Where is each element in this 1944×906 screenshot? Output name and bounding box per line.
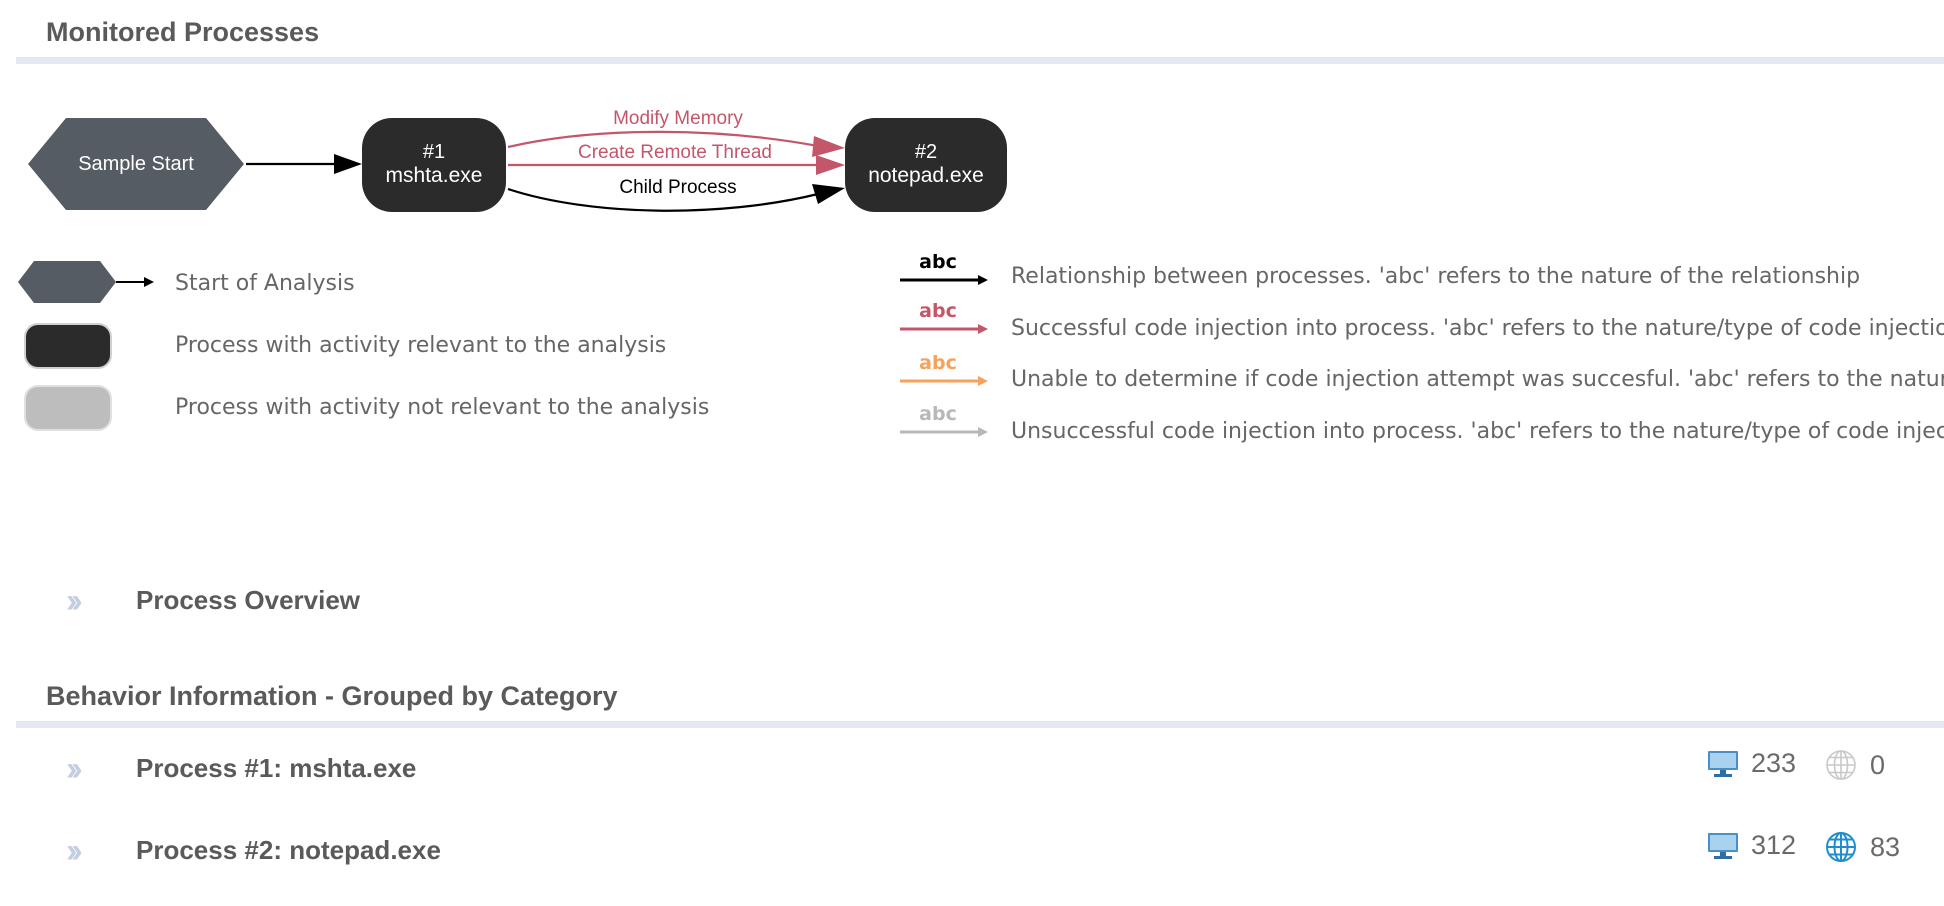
legend-start-label: Start of Analysis <box>175 271 355 296</box>
behavior-process-label[interactable]: Process #2: notepad.exe <box>136 835 441 865</box>
svg-text:abc: abc <box>919 406 957 425</box>
process-node-2-id: #2 <box>915 141 937 163</box>
double-chevron-right-icon[interactable]: ›› <box>66 832 82 870</box>
svg-text:abc: abc <box>919 355 957 374</box>
edge-create-remote-thread-label: Create Remote Thread <box>578 142 772 163</box>
behavior-information-title: Behavior Information - Grouped by Catego… <box>46 681 618 711</box>
process-overview-expander[interactable]: ›› Process Overview <box>0 576 1944 626</box>
legend-relationship-label: Relationship between processes. 'abc' re… <box>1011 264 1861 289</box>
host-activity-count: 312 <box>1751 830 1797 860</box>
monitored-processes-title: Monitored Processes <box>46 17 320 47</box>
edge-create-remote-thread-arrowhead <box>816 155 845 175</box>
globe-icon <box>1826 750 1856 780</box>
start-edge-arrowhead <box>334 154 362 174</box>
svg-text:abc: abc <box>919 303 957 322</box>
legend-injection-fail-label: Unsuccessful code injection into process… <box>1011 419 1944 444</box>
edge-child-process <box>507 187 819 212</box>
legend-injection-fail-arrow: abc <box>900 406 988 437</box>
edge-modify-memory <box>507 130 819 149</box>
behavior-process-row-2[interactable]: ›› Process #2: notepad.exe 312 8 <box>0 826 1944 876</box>
edge-modify-memory-arrowhead <box>812 136 845 157</box>
host-activity-stat: 233 <box>1707 748 1796 779</box>
double-chevron-right-icon[interactable]: ›› <box>66 582 82 620</box>
monitor-icon <box>1708 750 1738 777</box>
host-activity-count: 233 <box>1751 748 1797 778</box>
behavior-process-label[interactable]: Process #1: mshta.exe <box>136 753 417 783</box>
network-activity-stat: 83 <box>1824 830 1900 864</box>
process-overview-label[interactable]: Process Overview <box>136 585 361 615</box>
sample-start-label: Sample Start <box>78 153 194 175</box>
process-node-2[interactable] <box>845 118 1007 212</box>
monitor-icon <box>1708 832 1738 859</box>
network-activity-stat: 0 <box>1824 748 1885 782</box>
legend-start-swatch <box>18 261 154 303</box>
section-divider <box>16 721 1944 728</box>
legend-not-relevant-swatch <box>24 385 112 431</box>
globe-icon <box>1826 832 1856 862</box>
legend-not-relevant-label: Process with activity not relevant to th… <box>175 395 710 420</box>
network-activity-count: 0 <box>1870 749 1886 780</box>
legend-injection-success-arrow: abc <box>900 303 988 334</box>
legend-injection-success-label: Successful code injection into process. … <box>1011 316 1944 341</box>
legend-relevant-swatch <box>24 323 112 369</box>
svg-text:abc: abc <box>919 254 957 273</box>
edge-child-process-label: Child Process <box>619 177 736 198</box>
process-node-2-name: notepad.exe <box>868 164 984 187</box>
legend-relationship-arrow: abc <box>900 254 988 285</box>
process-node-1[interactable] <box>362 118 506 212</box>
edge-modify-memory-label: Modify Memory <box>613 108 743 129</box>
process-node-1-name: mshta.exe <box>386 164 483 187</box>
double-chevron-right-icon[interactable]: ›› <box>66 750 82 788</box>
edge-child-process-arrowhead <box>812 184 845 204</box>
legend-injection-unknown-label: Unable to determine if code injection at… <box>1011 367 1944 392</box>
network-activity-count: 83 <box>1870 831 1901 862</box>
section-divider <box>16 57 1944 64</box>
process-graph: Sample Start #1 mshta.exe #2 notepad.exe… <box>28 108 1007 212</box>
legend-relevant-label: Process with activity relevant to the an… <box>175 333 667 358</box>
behavior-process-row-1[interactable]: ›› Process #1: mshta.exe 233 0 <box>0 744 1944 794</box>
legend-injection-unknown-arrow: abc <box>900 355 988 386</box>
process-node-1-id: #1 <box>423 141 445 163</box>
sample-start-node <box>28 118 244 210</box>
host-activity-stat: 312 <box>1707 830 1796 861</box>
